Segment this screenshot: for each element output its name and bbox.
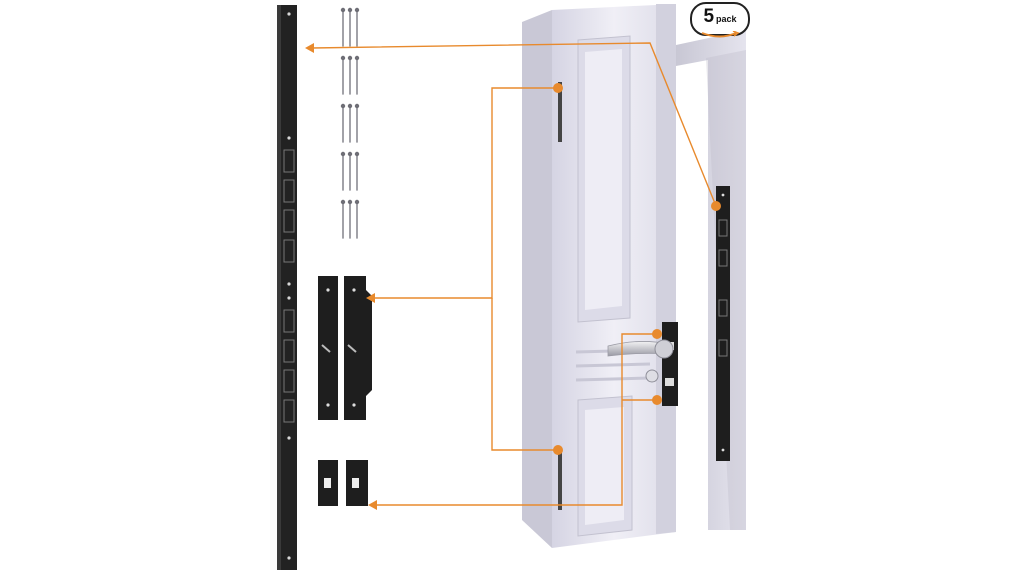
door-frame	[676, 30, 746, 530]
long-strike-plate	[277, 5, 297, 570]
callout-arrowheads	[305, 43, 377, 510]
pack-label: pack	[716, 14, 737, 24]
pack-count: 5	[703, 6, 715, 27]
callout-dots	[553, 83, 721, 455]
callout-lines	[311, 42, 717, 506]
swoosh-icon	[701, 31, 740, 38]
hinge-plates	[318, 276, 372, 420]
pack-count-badge: 5 pack	[690, 2, 750, 38]
screws	[340, 7, 360, 239]
lock-plates	[318, 460, 368, 506]
door	[522, 4, 678, 548]
